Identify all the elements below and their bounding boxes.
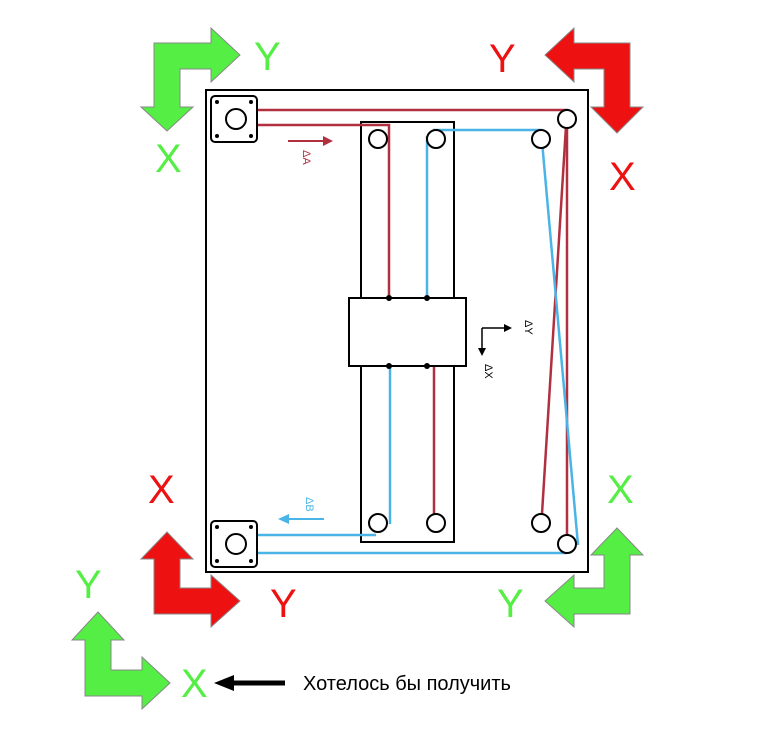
desired-x: X xyxy=(181,662,208,706)
corner-top-left-y: Y xyxy=(254,35,281,79)
axis-arrow-icon xyxy=(139,26,241,132)
motor-pulley-icon xyxy=(225,108,247,130)
motor-bottom-left xyxy=(210,520,258,568)
pulleys xyxy=(368,109,577,554)
axis-arrow-icon xyxy=(139,531,241,629)
axis-arrow-icon xyxy=(70,611,171,711)
axis-arrow-icon xyxy=(544,527,645,629)
motor-pulley-icon xyxy=(225,533,247,555)
delta-b-indicator: ΔB xyxy=(278,497,324,524)
pulley-icon xyxy=(368,129,388,149)
corner-bottom-right-y: Y xyxy=(497,582,524,626)
delta-x-label: ΔX xyxy=(482,364,494,379)
pulley-icon xyxy=(531,129,551,149)
corner-bottom-right-x: X xyxy=(607,468,634,512)
pulley-icon xyxy=(531,513,551,533)
delta-b-label: ΔB xyxy=(303,497,315,512)
pulley-icon xyxy=(557,534,577,554)
pulley-icon xyxy=(426,129,446,149)
desired-y: Y xyxy=(75,563,102,607)
motor-top-left xyxy=(210,95,258,143)
corner-top-left-x: X xyxy=(155,137,182,181)
pointer-arrow-icon xyxy=(214,675,285,691)
pulley-icon xyxy=(426,513,446,533)
corner-top-right-x: X xyxy=(609,155,636,199)
pulley-icon xyxy=(368,513,388,533)
delta-a-label: ΔA xyxy=(300,150,312,165)
delta-a-indicator: ΔA xyxy=(288,136,333,165)
corner-top-right-y: Y xyxy=(489,37,516,81)
corner-bottom-left-y: Y xyxy=(270,582,297,626)
caption-desired: Хотелось бы получить xyxy=(303,673,511,695)
pulley-icon xyxy=(557,109,577,129)
axis-arrow-icon xyxy=(544,26,645,134)
carriage-icon xyxy=(348,295,467,369)
delta-y-label: ΔY xyxy=(522,320,534,335)
delta-xy-indicator: ΔY ΔX xyxy=(478,320,534,379)
corner-bottom-left-x: X xyxy=(148,468,175,512)
